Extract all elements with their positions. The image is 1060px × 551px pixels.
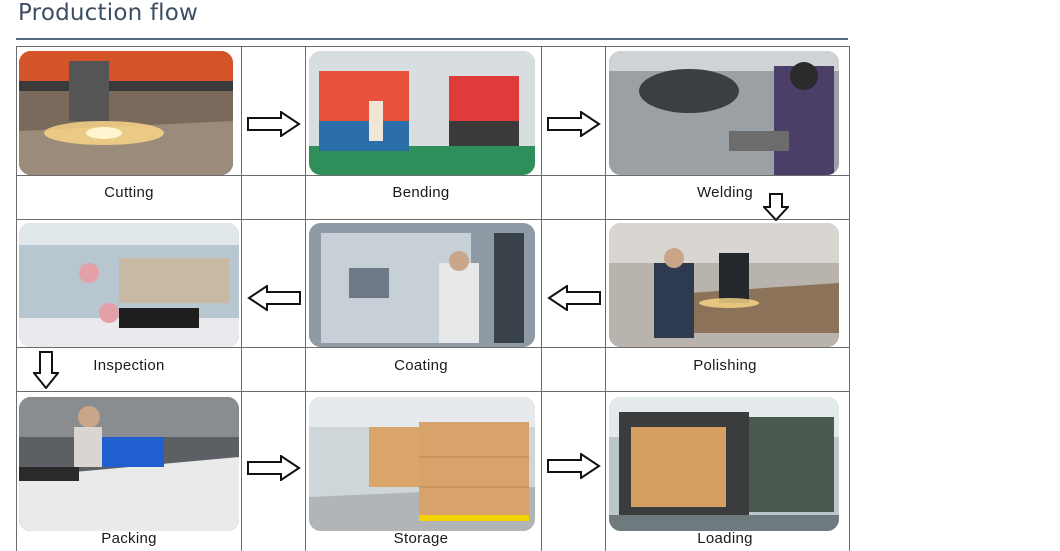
- step-label-welding: Welding: [696, 184, 754, 201]
- arrow-left-icon: [547, 284, 601, 316]
- production-flow-grid: Cutting Bending Welding: [16, 46, 850, 551]
- step-label-cutting: Cutting: [104, 184, 154, 201]
- step-label-inspection: Inspection: [93, 357, 165, 374]
- step-label-polishing: Polishing: [693, 357, 757, 374]
- step-label-loading: Loading: [697, 530, 753, 547]
- arrow-left-icon: [247, 284, 301, 316]
- grid-line: [241, 47, 242, 551]
- grid-line: [17, 391, 849, 392]
- arrow-right-icon: [247, 454, 301, 486]
- arrow-down-icon: [761, 193, 791, 226]
- arrow-right-icon: [547, 452, 601, 484]
- packing-photo: [19, 397, 239, 531]
- grid-line: [17, 347, 849, 348]
- grid-line: [17, 175, 849, 176]
- bending-photo: [309, 51, 535, 175]
- title-divider: [16, 38, 848, 40]
- grid-line: [17, 219, 849, 220]
- grid-line: [305, 47, 306, 551]
- arrow-down-icon: [31, 351, 61, 394]
- page-title: Production flow: [18, 0, 199, 26]
- polishing-photo: [609, 223, 839, 347]
- welding-photo: [609, 51, 839, 175]
- step-label-bending: Bending: [392, 184, 450, 201]
- inspection-photo: [19, 223, 239, 347]
- coating-photo: [309, 223, 535, 347]
- grid-line: [541, 47, 542, 551]
- step-label-coating: Coating: [394, 357, 448, 374]
- step-label-storage: Storage: [393, 530, 449, 547]
- arrow-right-icon: [247, 110, 301, 142]
- grid-line: [605, 47, 606, 551]
- step-label-packing: Packing: [101, 530, 157, 547]
- loading-photo: [609, 397, 839, 531]
- arrow-right-icon: [547, 110, 601, 142]
- cutting-photo: [19, 51, 233, 175]
- storage-photo: [309, 397, 535, 531]
